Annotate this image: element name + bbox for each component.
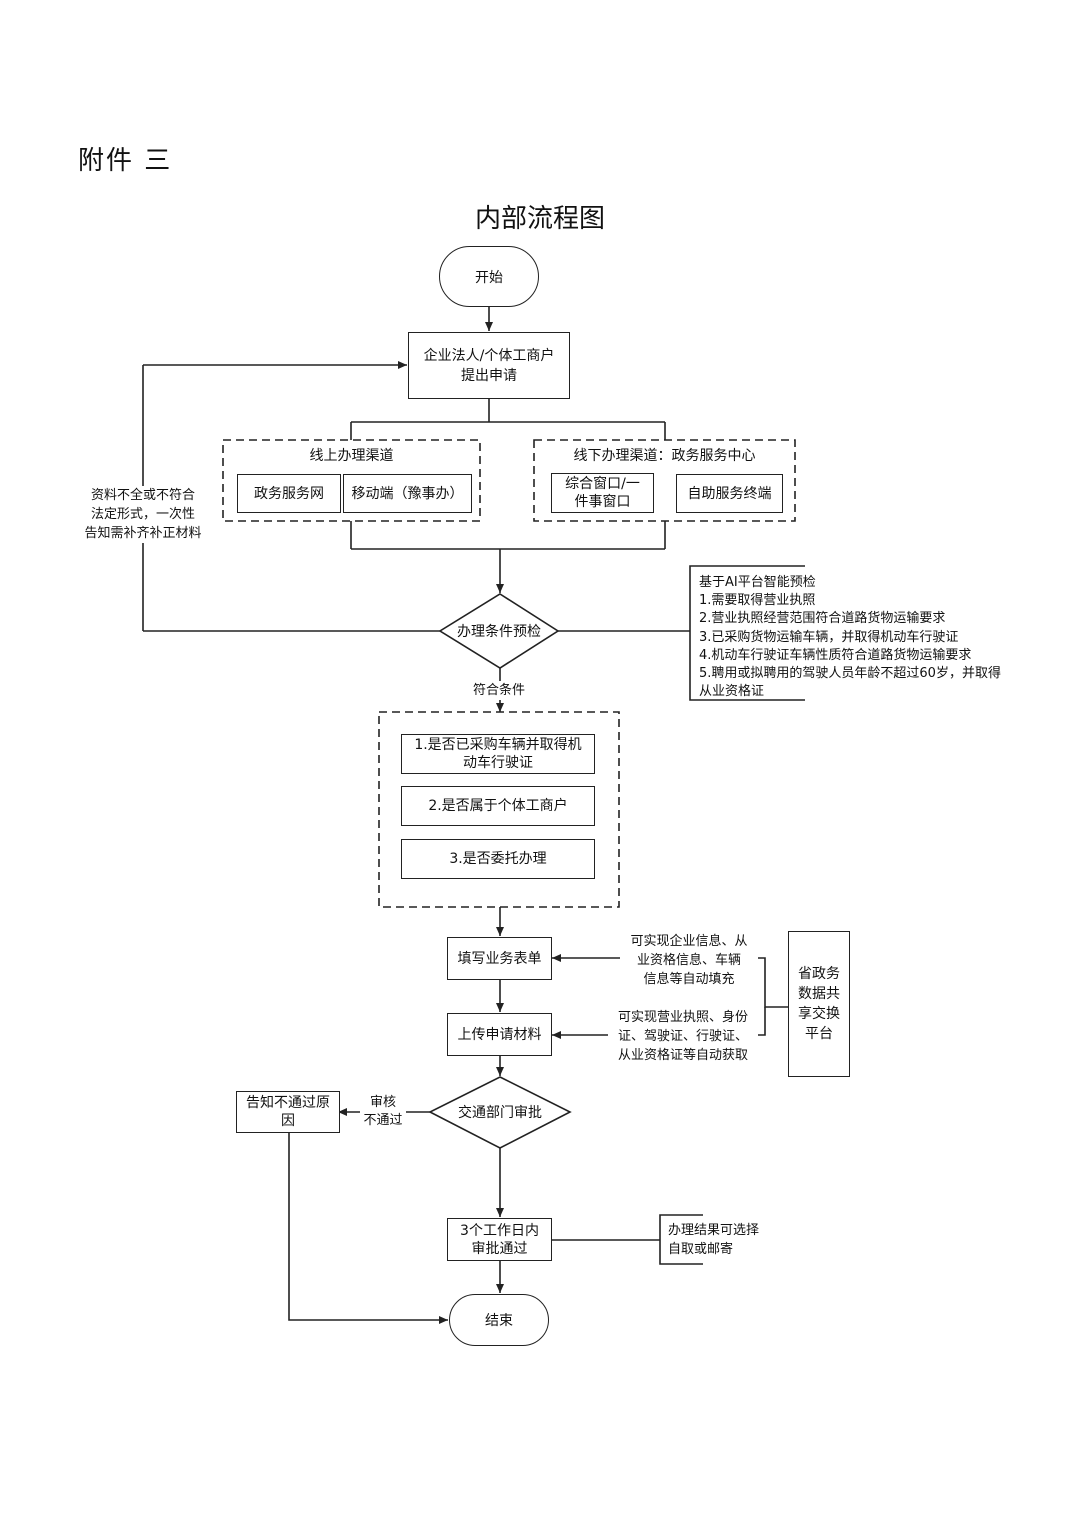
- ai-precheck-note: 基于AI平台智能预检 1.需要取得营业执照 2.营业执照经营范围符合道路货物运输…: [699, 574, 1001, 701]
- ai-note-line: 1.需要取得营业执照: [699, 593, 816, 609]
- window-node[interactable]: 综合窗口/一 件事窗口: [551, 473, 654, 513]
- mobile-app-node[interactable]: 移动端（豫事办）: [343, 474, 472, 513]
- self-service-label: 自助服务终端: [687, 485, 772, 502]
- incomplete-line3: 告知需补齐补正材料: [84, 526, 202, 541]
- fill-form-label: 填写业务表单: [457, 950, 542, 967]
- ai-note-line: 从业资格证: [699, 684, 765, 700]
- upload-node[interactable]: 上传申请材料: [447, 1013, 552, 1056]
- autofill-line2: 业资格信息、车辆: [636, 953, 741, 968]
- self-service-node[interactable]: 自助服务终端: [676, 474, 783, 513]
- autofetch-line2: 证、驾驶证、行驶证、: [617, 1029, 748, 1044]
- approved-line2: 审批通过: [471, 1240, 528, 1257]
- platform-line4: 平台: [805, 1026, 833, 1042]
- condition-met-label: 符合条件: [466, 681, 532, 700]
- gov-service-web-label: 政务服务网: [254, 485, 324, 502]
- autofill-line1: 可实现企业信息、从: [630, 934, 748, 949]
- end-node[interactable]: 结束: [449, 1294, 549, 1346]
- ai-note-line: 4.机动车行驶证车辆性质符合道路货物运输要求: [699, 647, 972, 663]
- online-channel-title: 线上办理渠道: [309, 448, 394, 464]
- ai-note-line: 基于AI平台智能预检: [699, 575, 816, 590]
- check3-node[interactable]: 3.是否委托办理: [401, 839, 595, 879]
- autofetch-line3: 从业资格证等自动获取: [617, 1048, 748, 1063]
- reject-label: 审核 不通过: [360, 1094, 406, 1130]
- attachment-label: 附件 三: [78, 146, 173, 176]
- autofetch-line1: 可实现营业执照、身份: [617, 1010, 748, 1025]
- end-label: 结束: [485, 1313, 513, 1329]
- gov-service-web-node[interactable]: 政务服务网: [237, 474, 341, 513]
- check1-line1: 1.是否已采购车辆并取得机: [414, 737, 582, 753]
- apply-line2: 提出申请: [461, 367, 517, 384]
- precheck-diamond: [438, 593, 560, 669]
- result-line2: 自取或邮寄: [668, 1242, 734, 1257]
- upload-label: 上传申请材料: [457, 1026, 542, 1043]
- approval-label[interactable]: 交通部门审批: [458, 1105, 542, 1121]
- mobile-app-label: 移动端（豫事办）: [351, 485, 464, 502]
- window-line2: 件事窗口: [574, 494, 631, 510]
- approval-diamond: [428, 1076, 572, 1149]
- reject-line2: 不通过: [363, 1113, 403, 1128]
- platform-line1: 省政务: [798, 966, 840, 982]
- incomplete-line1: 资料不全或不符合: [90, 488, 195, 503]
- approved-node[interactable]: 3个工作日内 审批通过: [447, 1218, 552, 1261]
- check1-node[interactable]: 1.是否已采购车辆并取得机 动车行驶证: [401, 734, 595, 774]
- platform-line3: 享交换: [798, 1006, 840, 1022]
- incomplete-materials-note: 资料不全或不符合 法定形式，一次性 告知需补齐补正材料: [76, 486, 210, 543]
- apply-line1: 企业法人/个体工商户: [423, 347, 555, 364]
- fill-form-node[interactable]: 填写业务表单: [447, 937, 552, 980]
- data-exchange-platform-node[interactable]: 省政务 数据共 享交换 平台: [788, 931, 850, 1077]
- check3-label: 3.是否委托办理: [449, 851, 547, 867]
- notify-line1: 告知不通过原: [246, 1095, 330, 1111]
- notify-line2: 因: [281, 1113, 295, 1129]
- page-title: 内部流程图: [474, 204, 605, 234]
- offline-channel-title: 线下办理渠道：政务服务中心: [573, 448, 756, 464]
- start-label: 开始: [475, 269, 503, 286]
- ai-note-line: 2.营业执照经营范围符合道路货物运输要求: [699, 611, 946, 627]
- apply-node[interactable]: 企业法人/个体工商户 提出申请: [408, 332, 570, 399]
- notify-reject-node[interactable]: 告知不通过原 因: [236, 1091, 340, 1133]
- window-line1: 综合窗口/一: [565, 476, 640, 492]
- check1-line2: 动车行驶证: [463, 755, 533, 771]
- start-node[interactable]: 开始: [439, 246, 539, 307]
- precheck-label[interactable]: 办理条件预检: [457, 624, 541, 640]
- ai-note-line: 3.已采购货物运输车辆，并取得机动车行驶证: [699, 629, 959, 645]
- result-line1: 办理结果可选择: [668, 1223, 760, 1238]
- autofetch-note: 可实现营业执照、身份 证、驾驶证、行驶证、 从业资格证等自动获取: [608, 1008, 758, 1065]
- reject-line1: 审核: [369, 1095, 396, 1110]
- approved-line1: 3个工作日内: [460, 1222, 539, 1239]
- check2-node[interactable]: 2.是否属于个体工商户: [401, 786, 595, 826]
- check2-label: 2.是否属于个体工商户: [428, 798, 568, 814]
- autofill-line3: 信息等自动填充: [643, 972, 735, 987]
- incomplete-line2: 法定形式，一次性: [90, 507, 195, 522]
- autofill-note: 可实现企业信息、从 业资格信息、车辆 信息等自动填充: [620, 932, 758, 989]
- platform-line2: 数据共: [798, 986, 840, 1002]
- ai-note-line: 5.聘用或拟聘用的驾驶人员年龄不超过60岁，并取得: [699, 666, 1001, 682]
- result-delivery-note: 办理结果可选择 自取或邮寄: [668, 1221, 759, 1259]
